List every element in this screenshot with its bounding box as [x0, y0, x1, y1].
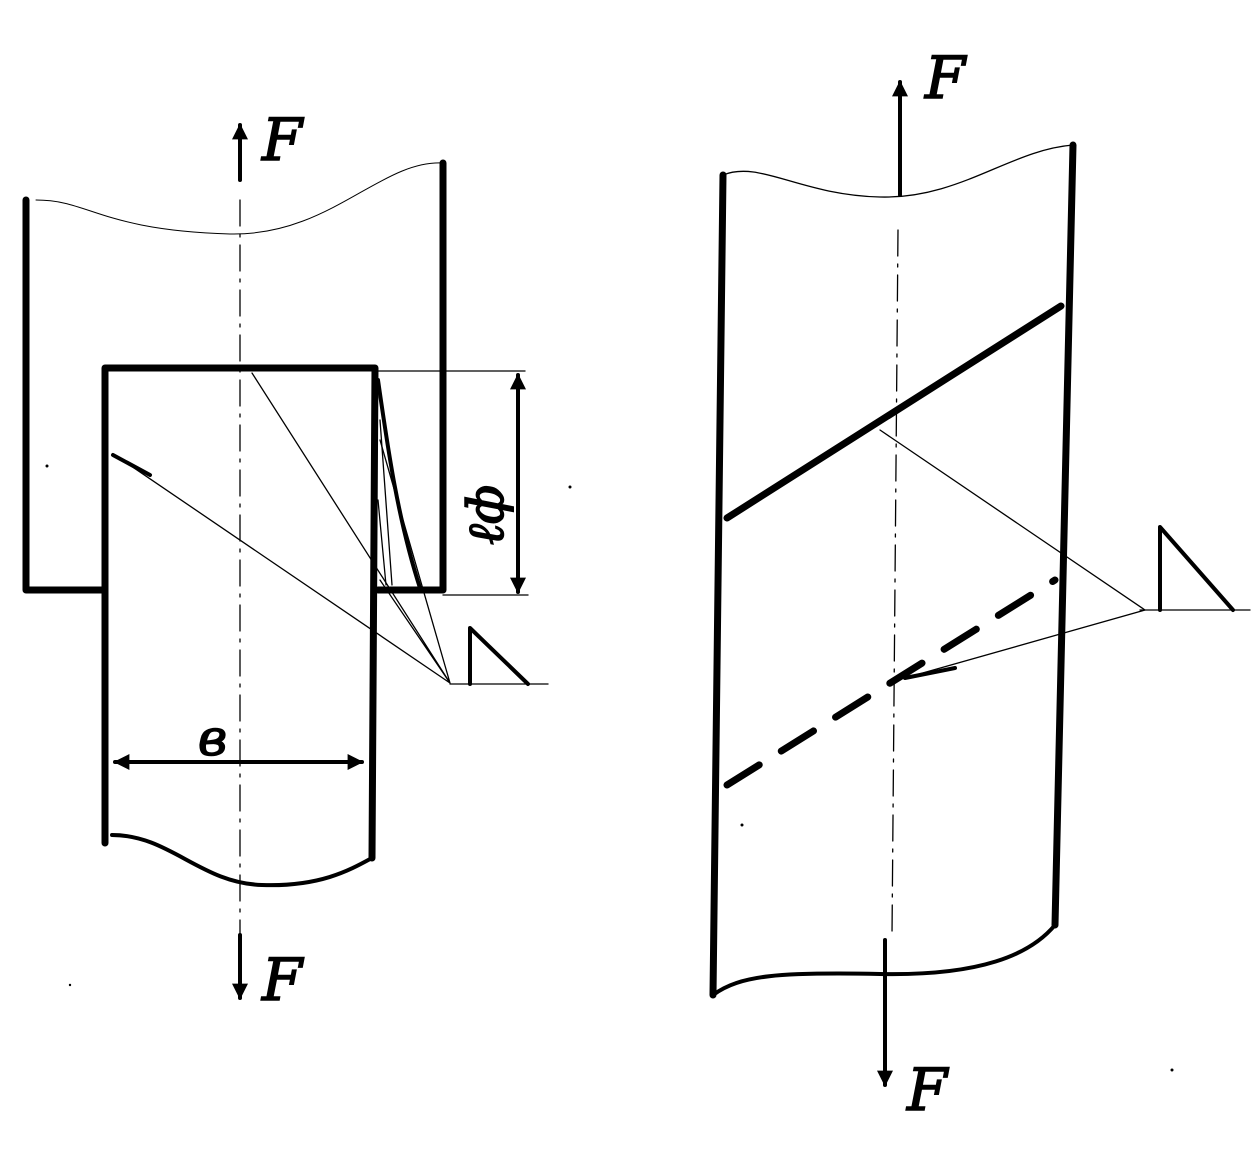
force-label-bottom-left: F — [261, 946, 304, 1014]
upper-plate-break-line — [35, 162, 444, 235]
butt-weld-leader-lines — [879, 429, 1146, 679]
fillet-weld-symbol — [468, 626, 530, 686]
oblique-seam-hidden — [723, 576, 1059, 789]
strip-bottom-break-line — [711, 923, 1057, 997]
weld-bead-hatch — [377, 419, 393, 586]
oblique-seam-visible — [723, 302, 1065, 522]
strip-top-break-line — [722, 144, 1074, 198]
butt-weld-symbol — [1158, 525, 1235, 612]
lap-joint-figure: F F в ℓф — [22, 105, 549, 1015]
leader-tick — [111, 453, 152, 477]
butt-joint-figure: F F — [709, 43, 1251, 1125]
width-label: в — [198, 709, 227, 767]
strip-right-edge — [1051, 141, 1077, 929]
force-label-top-left: F — [261, 106, 304, 174]
weld-length-label: ℓф — [457, 485, 515, 545]
upper-plate-outline — [22, 159, 447, 594]
lower-plate-break-line — [110, 833, 374, 888]
force-label-top-right: F — [924, 44, 967, 112]
right-center-axis — [891, 229, 899, 936]
scan-specks — [45, 464, 1174, 1072]
leader-tick-right — [903, 666, 957, 680]
weld-leader-lines — [114, 372, 451, 684]
flank-weld-bead — [376, 378, 422, 590]
force-label-bottom-right: F — [906, 1056, 949, 1124]
strip-left-edge — [709, 171, 727, 999]
lower-plate-outline — [101, 364, 379, 862]
